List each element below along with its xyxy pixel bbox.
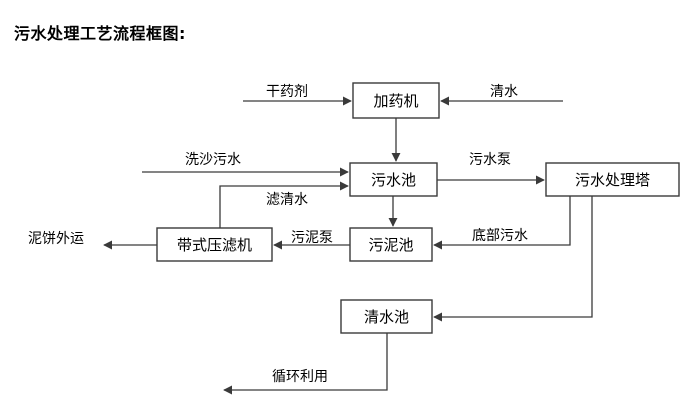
node-sewage-pool-rect (349, 162, 438, 197)
edge-label-sewage-pump: 污水泵 (469, 152, 511, 168)
terminal-label-clean-water: 清水 (490, 84, 518, 100)
terminal-label-mud-cake-transport: 泥饼外运 (28, 231, 84, 247)
edge-label-sludge-pump: 污泥泵 (291, 230, 333, 246)
edge-label-recycle-reuse: 循环利用 (272, 369, 328, 385)
node-belt-filter-press-label: 带式压滤机 (177, 236, 252, 254)
node-sewage-pool[interactable]: 污水池 (349, 162, 438, 197)
edge-tower-to-clear-pool (433, 196, 593, 322)
node-treatment-tower[interactable]: 污水处理塔 (545, 162, 680, 197)
node-sludge-pool-rect (349, 227, 433, 262)
node-belt-filter-press-rect (156, 227, 273, 262)
edge-tower-to-sludge-pool-bottom-water (433, 196, 571, 250)
node-sludge-pool[interactable]: 污泥池 (349, 227, 433, 262)
edge-label-filtrate: 滤清水 (266, 192, 308, 208)
node-clear-water-pool-rect (340, 299, 433, 334)
node-sludge-pool-label: 污泥池 (368, 236, 413, 254)
terminal-label-sand-wash-sewage: 洗沙污水 (185, 152, 241, 168)
node-dosing-machine[interactable]: 加药机 (352, 82, 440, 119)
node-treatment-tower-label: 污水处理塔 (575, 171, 650, 189)
edge-clear-pool-to-recycle (223, 333, 388, 395)
node-belt-filter-press[interactable]: 带式压滤机 (156, 227, 273, 262)
node-clear-water-pool-label: 清水池 (364, 308, 409, 326)
edge-belt-press-to-sewage-pool-filtrate (219, 181, 349, 228)
node-sewage-pool-label: 污水池 (371, 171, 416, 189)
edge-label-bottom-sewage: 底部污水 (472, 228, 528, 244)
terminal-label-dry-agent: 干药剂 (266, 84, 308, 100)
page-title: 污水处理工艺流程框图: (14, 24, 186, 43)
node-clear-water-pool[interactable]: 清水池 (340, 299, 433, 334)
node-dosing-machine-rect (352, 82, 440, 119)
node-treatment-tower-rect (545, 162, 680, 197)
node-dosing-machine-label: 加药机 (373, 92, 418, 110)
